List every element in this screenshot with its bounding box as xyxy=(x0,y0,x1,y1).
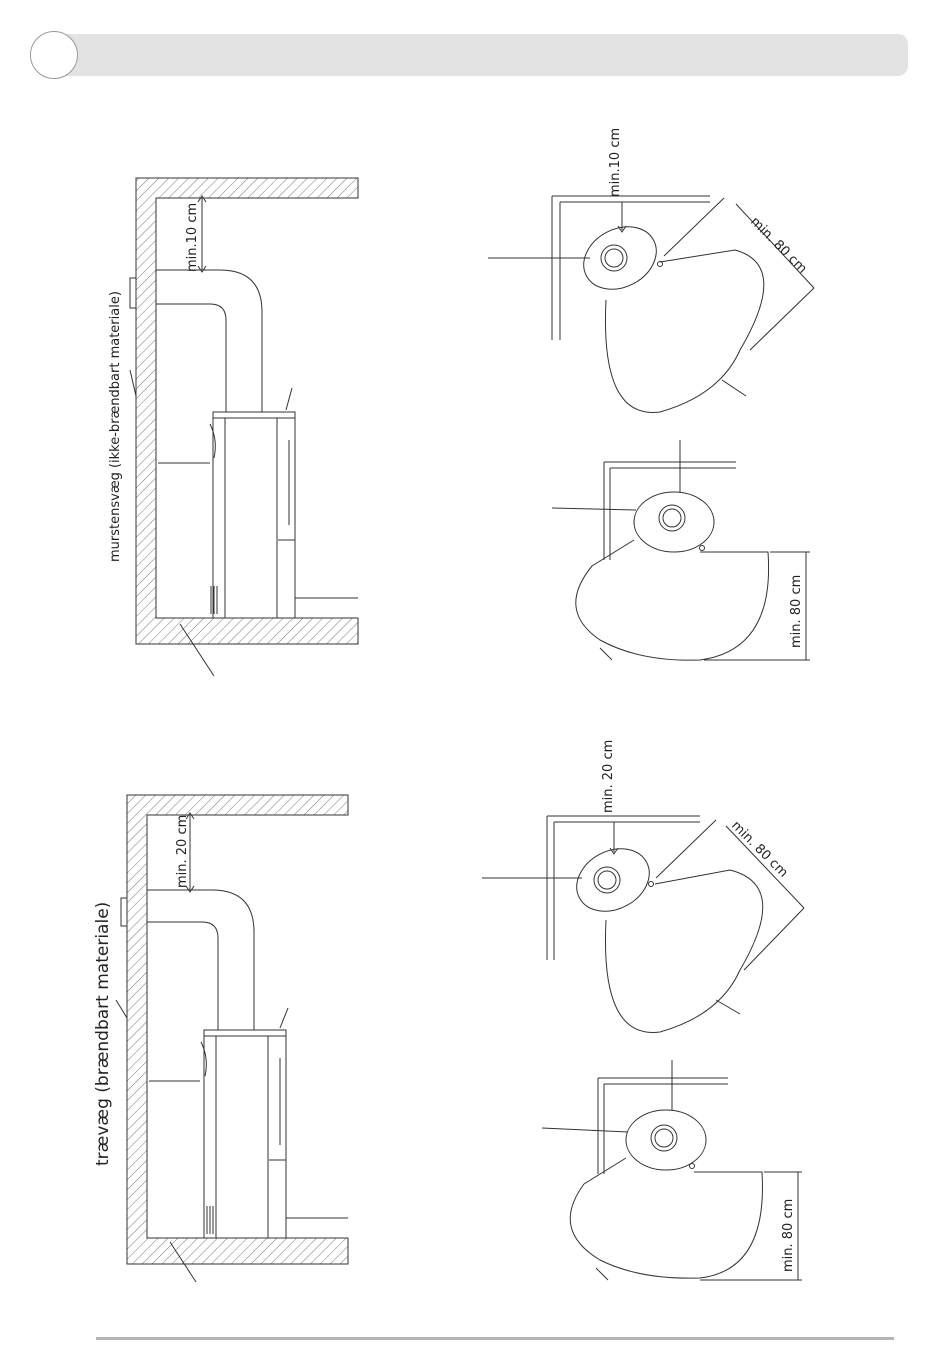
side-view-brick-wall xyxy=(130,178,358,676)
leader-zone xyxy=(600,648,612,660)
top-brick-front-min-2-label: min. 80 cm xyxy=(789,575,804,648)
stove-top-plate xyxy=(213,412,295,418)
stove-top-plate xyxy=(204,1030,286,1036)
leader-wall xyxy=(116,1000,127,1018)
brick-wall-section xyxy=(136,178,358,644)
corner-walls xyxy=(552,196,710,340)
back-walls xyxy=(598,1078,728,1174)
flue-pipe-inner xyxy=(156,304,226,412)
brick-wall-label: murstensvæg (ikke-brændbart materiale) xyxy=(108,291,123,562)
stove-footprint xyxy=(626,1110,706,1170)
top-wood-front-min-label: min. 80 cm xyxy=(728,818,790,880)
footer-rule xyxy=(96,1337,894,1340)
stove-back xyxy=(213,418,225,618)
leader-zone xyxy=(716,1000,740,1014)
top-wood-back-min-label: min. 20 cm xyxy=(601,740,616,813)
stove-body xyxy=(216,1036,268,1238)
leader-zone xyxy=(596,1268,608,1280)
stove-grille xyxy=(211,586,217,614)
safety-zone xyxy=(605,870,762,1033)
stove-door xyxy=(268,1036,286,1238)
top-brick-front-min-label: min. 80 cm xyxy=(747,214,809,276)
safety-zone xyxy=(570,1158,762,1278)
side-wood-min-label: min. 20 cm xyxy=(175,815,190,888)
side-brick-min-label: min.10 cm xyxy=(185,203,200,272)
leader-wall xyxy=(130,370,136,396)
top-wood-front-min-2-label: min. 80 cm xyxy=(781,1199,796,1272)
stove-door xyxy=(277,418,295,618)
top-brick-back-min-label: min.10 cm xyxy=(608,128,623,197)
back-walls xyxy=(604,462,736,560)
flue-pipe-outer xyxy=(156,270,262,412)
top-view-wood-parallel xyxy=(542,1060,802,1280)
leader-top-plate xyxy=(286,388,292,410)
safety-zone xyxy=(576,540,769,660)
stove-body xyxy=(225,418,277,618)
dim-front-ref xyxy=(664,198,724,256)
flue-pipe-inner xyxy=(147,922,218,1030)
corner-walls xyxy=(547,816,700,960)
stove-grille xyxy=(207,1206,213,1234)
stove-footprint xyxy=(634,492,714,552)
leader-top-plate xyxy=(280,1008,288,1028)
dim-front-ref xyxy=(656,820,716,878)
dim-side xyxy=(552,508,636,510)
wood-wall-label: trævæg (brændbart materiale) xyxy=(93,902,113,1166)
side-view-wood-wall xyxy=(116,795,348,1282)
safety-zone xyxy=(605,250,763,413)
top-view-brick-parallel xyxy=(552,440,810,660)
leader-zone xyxy=(722,380,746,396)
flue-pipe-outer xyxy=(147,890,254,1030)
stove-footprint xyxy=(566,837,660,924)
dim-side xyxy=(542,1128,628,1132)
